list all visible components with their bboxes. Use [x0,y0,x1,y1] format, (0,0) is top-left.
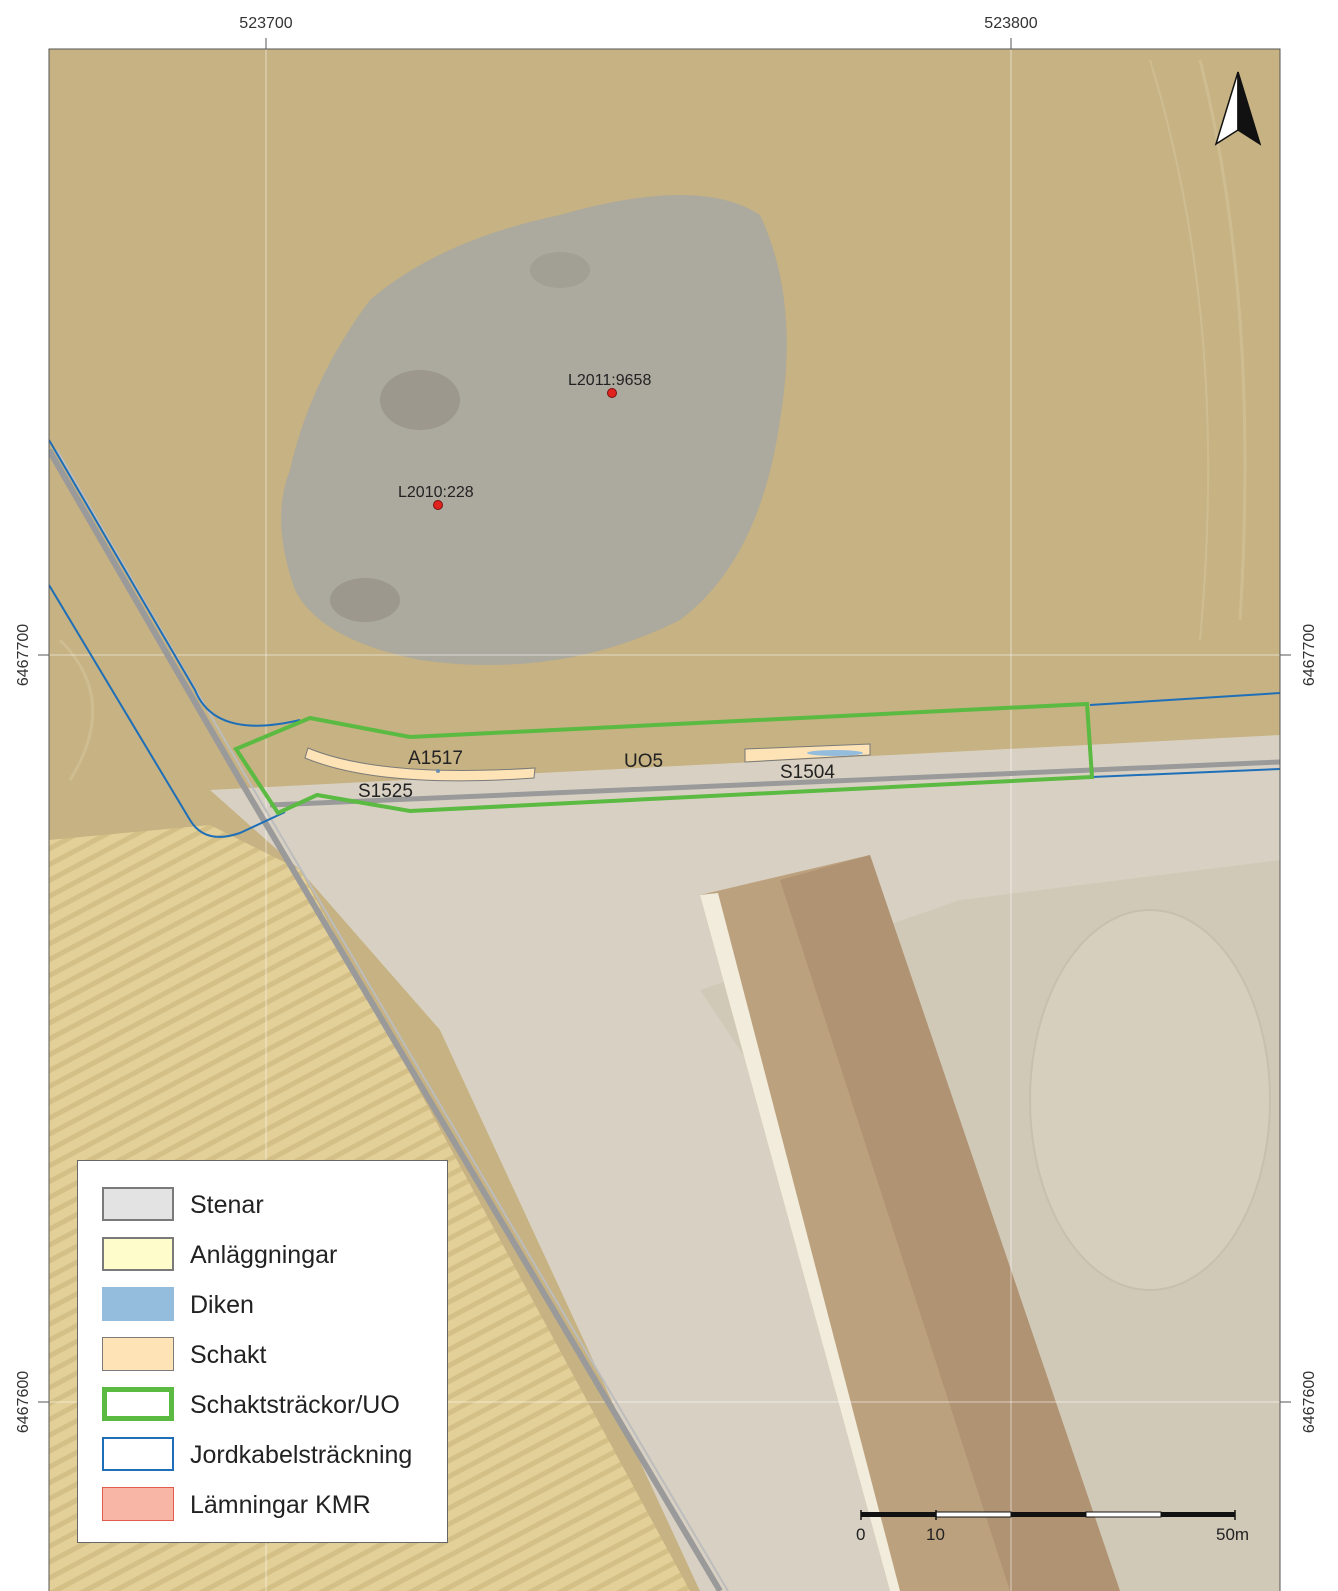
trench-label: S1525 [358,781,413,802]
road [49,448,723,1591]
excavation-outline-uo5[interactable] [233,701,1095,816]
legend-item-schakt: Schakt [102,1337,442,1373]
scale-label: 0 [856,1525,865,1544]
coord-label-y: 6467600 [15,1371,32,1433]
trench-label: S1504 [780,762,835,783]
trench-s1525[interactable] [304,747,536,782]
legend-label: Lämningar KMR [190,1491,371,1519]
building-edge [700,893,900,1591]
legend-label: Anläggningar [190,1241,338,1269]
legend-item-lamningar: Lämningar KMR [102,1487,442,1523]
building-roof-ridge [780,855,1120,1591]
legend-swatch [102,1437,174,1471]
coord-label-y: 6467600 [1301,1371,1318,1433]
field-track [1198,59,1247,621]
cable-line [49,584,286,838]
site-marker[interactable] [607,388,617,398]
legend-item-jordkabel: Jordkabelsträckning [102,1437,442,1473]
rock-shadow [380,370,460,430]
rock-shadow [530,252,590,288]
map-canvas: L2011:9658 L2010:228 A1517 S1525 UO5 S15… [49,49,1280,1591]
road [269,759,1280,808]
map-frame [48,48,1281,1591]
coord-label-y: 6467700 [15,624,32,686]
scale-label: 50m [1216,1525,1249,1544]
legend-item-stenar: Stenar [102,1187,442,1223]
legend-swatch [102,1287,174,1321]
field-track [58,638,95,781]
ditch-feature [807,750,863,756]
cable-line [49,439,301,727]
legend-swatch [102,1387,174,1421]
site-label: L2011:9658 [568,372,651,389]
legend-label: Schakt [190,1341,267,1369]
trench-label: A1517 [408,748,463,769]
scale-bar [860,1510,1236,1520]
legend-swatch [102,1237,174,1271]
rock-shadow [330,578,400,622]
coord-label-x: 523800 [984,15,1037,32]
feature-a1517 [436,769,440,773]
legend-label: Jordkabelsträckning [190,1441,413,1469]
north-arrow-icon [1214,71,1262,146]
legend-label: Schaktsträckor/UO [190,1391,400,1419]
site-label: L2010:228 [398,484,474,501]
scale-label: 10 [926,1525,945,1544]
road-edge [56,449,729,1591]
legend-swatch [102,1337,174,1371]
legend-swatch [102,1487,174,1521]
legend-item-anlaggningar: Anläggningar [102,1237,442,1273]
legend-item-schaktstrackor: Schaktsträckor/UO [102,1387,442,1423]
coord-label-x: 523700 [239,15,292,32]
field-track [1149,59,1210,641]
trench-label: UO5 [624,751,663,772]
cable-line [1091,768,1280,778]
rock-outcrop [281,195,787,665]
gravel-pile [1029,909,1271,1291]
map-legend: Stenar Anläggningar Diken Schakt Schakts… [77,1160,448,1543]
site-marker[interactable] [433,500,443,510]
legend-swatch [102,1187,174,1221]
cable-line [1089,692,1280,706]
legend-item-diken: Diken [102,1287,442,1323]
legend-label: Stenar [190,1191,264,1219]
legend-label: Diken [190,1291,254,1319]
coord-label-y: 6467700 [1301,624,1318,686]
